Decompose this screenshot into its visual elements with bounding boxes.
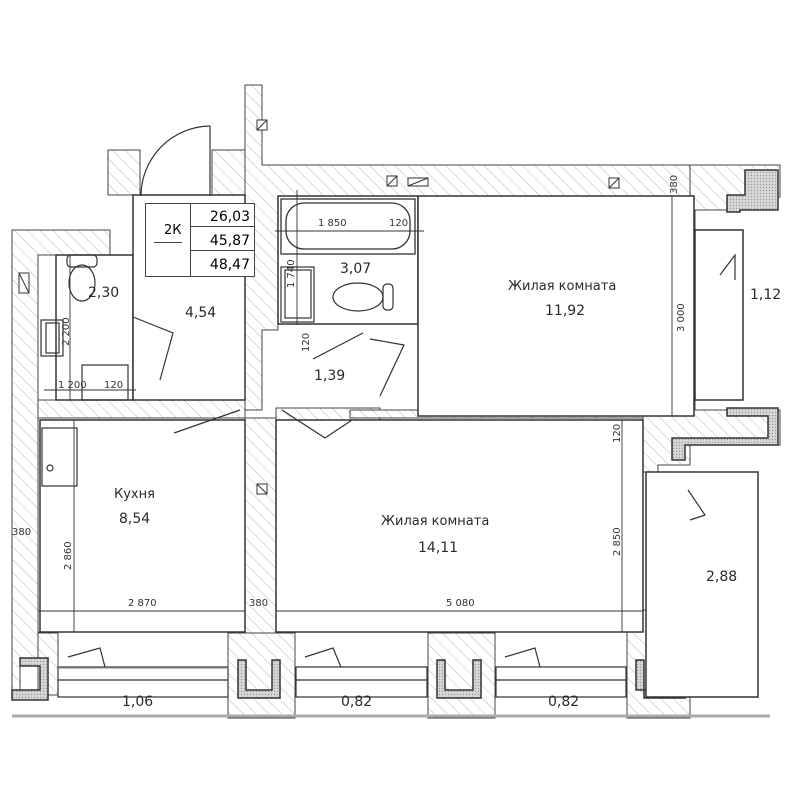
- wc-area: 2,30: [88, 285, 120, 301]
- dim-bath-length: 1 850: [318, 218, 347, 229]
- living-room-1-area: 11,92: [545, 303, 586, 319]
- room-balcony-right: [645, 471, 759, 698]
- room-count: 2К: [164, 223, 182, 238]
- dim-bath-depth: 1 740: [286, 259, 297, 288]
- vent-icons: [18, 119, 620, 495]
- balcony-bottom-1-area: 1,06: [122, 694, 154, 710]
- hallway-area: 4,54: [185, 305, 217, 321]
- dim-corridor-wall: 120: [301, 332, 312, 352]
- kitchen-area: 8,54: [119, 511, 151, 527]
- dim-room2-height: 2 850: [612, 527, 623, 556]
- bathtub: [280, 198, 416, 255]
- living-room-2-name: Жилая комната: [381, 514, 490, 529]
- dim-wc-height: 2 200: [61, 317, 72, 346]
- balcony-right-area: 2,88: [706, 569, 738, 585]
- total-area-value: 45,87: [191, 228, 254, 251]
- room-balcony-top-right: [694, 229, 744, 401]
- dim-kitchen-wall: 380: [12, 527, 32, 538]
- dim-kitchen-height: 2 860: [63, 541, 74, 570]
- room-count-cell: 2К: [146, 204, 191, 276]
- living-room-1-name: Жилая комната: [508, 279, 617, 294]
- dim-room1-wall: 380: [669, 174, 680, 194]
- dim-wc-gap: 120: [104, 380, 124, 391]
- living-area-value: 26,03: [191, 204, 254, 227]
- kitchen-sink: [41, 427, 78, 487]
- dim-room1-depth: 3 000: [676, 303, 687, 332]
- kitchen-name: Кухня: [114, 487, 155, 502]
- doors: [67, 125, 736, 668]
- dim-room2-wall: 120: [612, 423, 623, 443]
- balcony-top-right-area: 1,12: [750, 287, 782, 303]
- total-with-balconies-value: 48,47: [209, 257, 250, 273]
- dimension-lines: [38, 190, 673, 632]
- bathroom-area: 3,07: [340, 261, 372, 277]
- corridor-area: 1,39: [314, 368, 346, 384]
- dim-partition: 380: [249, 598, 269, 609]
- dim-bath-gap: 120: [389, 218, 409, 229]
- room-living-2: [275, 419, 644, 633]
- room-living-1: [417, 195, 695, 417]
- balcony-bottom-3-area: 0,82: [548, 694, 580, 710]
- underline-divider: [154, 242, 182, 243]
- dim-kitchen-width: 2 870: [128, 598, 157, 609]
- balcony-bottom-2-area: 0,82: [341, 694, 373, 710]
- fixtures: [40, 254, 394, 487]
- rooms: [39, 194, 759, 698]
- dim-room2-width: 5 080: [446, 598, 475, 609]
- bottom-balconies: [12, 666, 770, 718]
- dim-wc-width: 1 200: [58, 380, 87, 391]
- room-bathroom: [277, 195, 419, 325]
- living-room-2-area: 14,11: [418, 540, 459, 556]
- area-summary-table: 2К 26,03 45,87 48,47: [145, 203, 255, 277]
